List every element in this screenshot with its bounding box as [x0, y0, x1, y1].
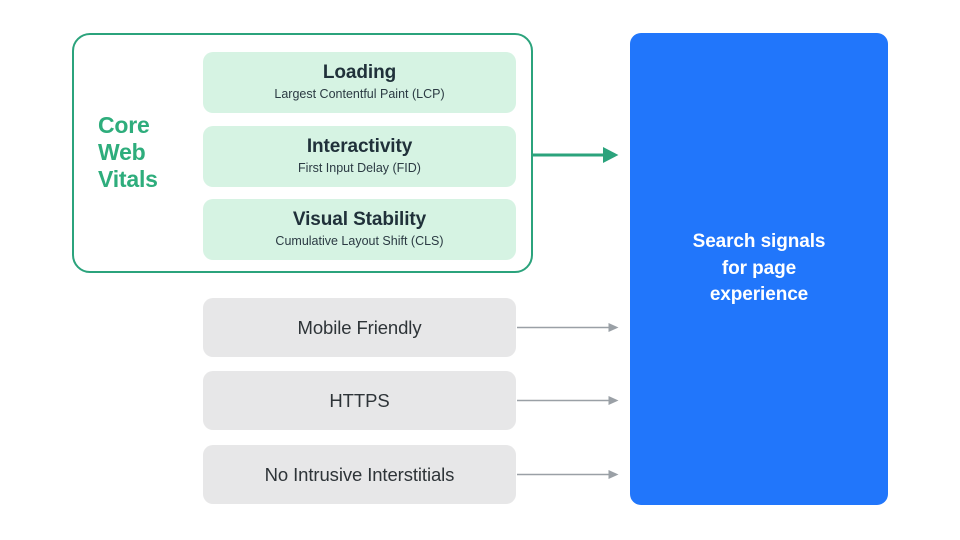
signal-label: Mobile Friendly — [297, 316, 422, 338]
metric-card-loading: Loading Largest Contentful Paint (LCP) — [203, 52, 516, 113]
search-signals-panel: Search signals for page experience — [630, 33, 888, 505]
core-web-vitals-label: Core Web Vitals — [98, 112, 194, 193]
search-signals-label: Search signals for page experience — [692, 230, 826, 306]
signal-card-no-intrusive-interstitials: No Intrusive Interstitials — [203, 445, 516, 504]
metric-title: Visual Stability — [292, 209, 427, 231]
metric-subtitle: Cumulative Layout Shift (CLS) — [275, 234, 444, 249]
core-web-vitals-label-line-2: Web — [98, 139, 146, 166]
metric-title: Interactivity — [306, 136, 413, 158]
metric-card-visual-stability: Visual Stability Cumulative Layout Shift… — [203, 199, 516, 260]
metric-subtitle: Largest Contentful Paint (LCP) — [274, 87, 445, 102]
core-web-vitals-label-line-3: Vitals — [98, 166, 158, 193]
metric-title: Loading — [322, 62, 397, 84]
signal-card-https: HTTPS — [203, 371, 516, 430]
metric-card-interactivity: Interactivity First Input Delay (FID) — [203, 126, 516, 187]
signal-label: No Intrusive Interstitials — [264, 463, 455, 485]
signal-card-mobile-friendly: Mobile Friendly — [203, 298, 516, 357]
metric-subtitle: First Input Delay (FID) — [298, 161, 421, 176]
core-web-vitals-label-line-1: Core — [98, 112, 150, 138]
signal-label: HTTPS — [329, 389, 390, 411]
